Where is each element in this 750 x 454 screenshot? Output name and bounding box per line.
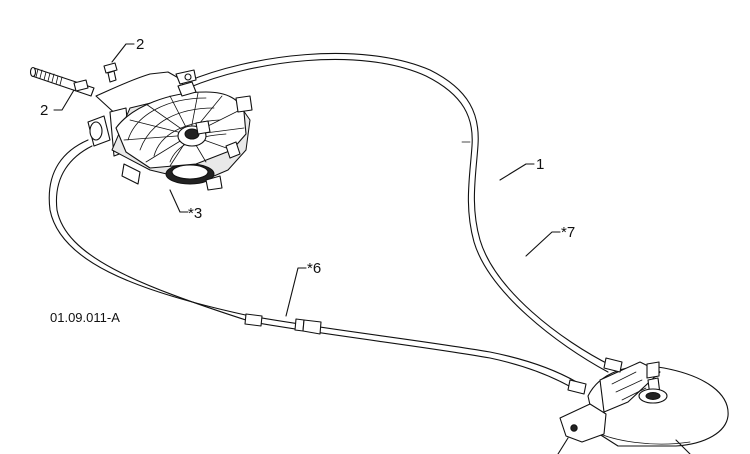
callout-cable-outer: *7 <box>561 224 575 241</box>
leader-control-assembly <box>169 189 189 213</box>
leader-cable-sleeve <box>285 267 307 317</box>
leader-cable <box>499 163 535 181</box>
callout-bolt-top: 2 <box>136 36 144 53</box>
lower-plate-assembly <box>557 357 729 454</box>
control-assembly <box>87 69 253 191</box>
cable-sleeve-1 <box>244 313 263 327</box>
figure-reference: 01.09.011-A <box>50 310 120 325</box>
cable-sleeve-2 <box>294 318 322 335</box>
bolt-top <box>103 62 118 83</box>
leader-bolt-top <box>111 43 135 63</box>
bolt-left <box>73 79 89 92</box>
leader-bolt-left <box>53 89 75 111</box>
callout-cable: 1 <box>536 156 544 173</box>
cable-loop-upper <box>185 52 613 373</box>
leader-cable-outer <box>525 231 561 257</box>
callout-control-assembly: *3 <box>188 205 202 222</box>
callout-cable-sleeve: *6 <box>307 260 321 277</box>
callout-bolt-left: 2 <box>40 102 48 119</box>
